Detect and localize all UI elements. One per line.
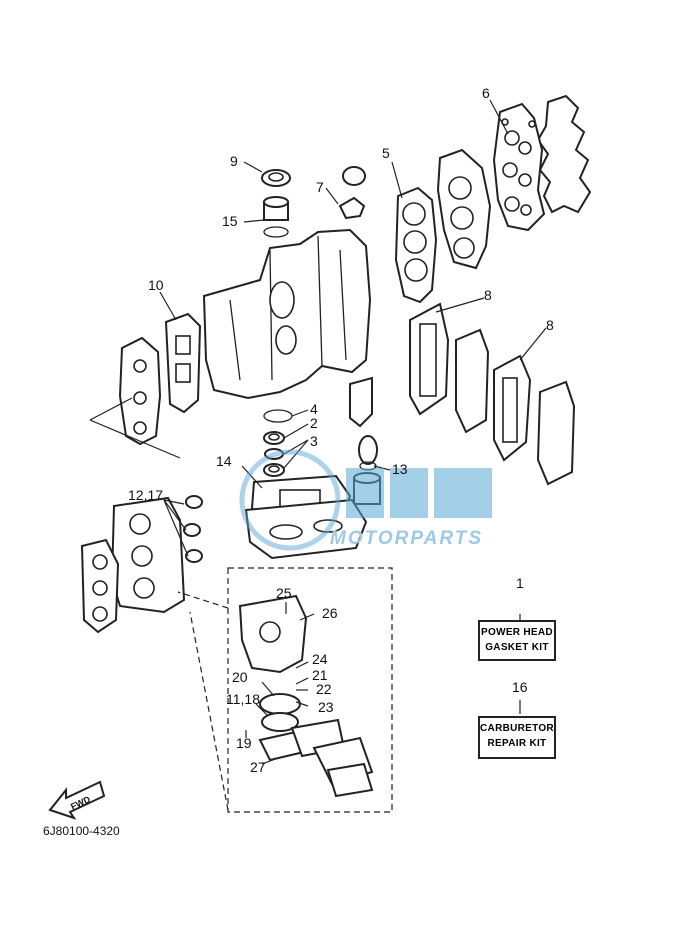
power-head-gasket-kit-label: POWER HEAD GASKET KIT xyxy=(478,620,556,661)
carburetor-line1: CARBURETOR xyxy=(480,723,554,734)
callout-11-18: 11,18 xyxy=(226,691,260,707)
callout-7: 7 xyxy=(316,179,324,195)
oil-seal-9 xyxy=(261,169,291,187)
o-rings-group xyxy=(263,409,293,477)
callout-14: 14 xyxy=(216,453,232,469)
callout-25: 25 xyxy=(276,585,292,601)
callout-19: 19 xyxy=(236,735,252,751)
callout-12-17: 12,17 xyxy=(128,487,163,503)
float-bowl-20 xyxy=(259,693,301,732)
callout-26: 26 xyxy=(322,605,338,621)
callout-1: 1 xyxy=(516,575,524,591)
head-gasket-5 xyxy=(394,186,438,304)
cylinder-head-part xyxy=(436,148,492,270)
callout-13: 13 xyxy=(392,461,408,477)
watermark-text: MOTORPARTS xyxy=(330,528,483,549)
power-head-line1: POWER HEAD xyxy=(481,627,553,638)
callout-5: 5 xyxy=(382,145,390,161)
carb-gaskets xyxy=(258,718,374,798)
head-gasket-6 xyxy=(492,102,546,232)
callout-2: 2 xyxy=(310,415,318,431)
head-cover-outer xyxy=(536,94,592,214)
callout-4: 4 xyxy=(310,401,318,417)
bypass-gasket-8a xyxy=(409,302,450,416)
bypass-cover-8b xyxy=(536,380,576,486)
carburetor-line2: REPAIR KIT xyxy=(487,738,547,749)
exhaust-cover-10 xyxy=(118,336,162,446)
callout-3: 3 xyxy=(310,433,318,449)
cylinder-block xyxy=(202,228,372,400)
intake-manifold xyxy=(110,496,186,614)
carburetor-repair-kit-label: CARBURETOR REPAIR KIT xyxy=(478,716,556,759)
callout-27: 27 xyxy=(250,759,266,775)
callout-23: 23 xyxy=(318,699,334,715)
carburetor-body xyxy=(238,594,308,674)
diagram-code: 6J80100-4320 xyxy=(43,824,120,838)
callout-10: 10 xyxy=(148,277,164,293)
callout-21: 21 xyxy=(312,667,328,683)
callout-22: 22 xyxy=(316,681,332,697)
thermostat-cover xyxy=(338,166,366,220)
callout-8b: 8 xyxy=(546,317,554,333)
seals-12-17 xyxy=(183,495,203,563)
power-head-line2: GASKET KIT xyxy=(485,642,549,653)
bypass-gasket-8b xyxy=(493,354,532,462)
callout-24: 24 xyxy=(312,651,328,667)
watermark: MOTORPARTS xyxy=(239,449,492,551)
callout-8a: 8 xyxy=(484,287,492,303)
bearing-15 xyxy=(263,196,289,238)
callout-20: 20 xyxy=(232,669,248,685)
callout-16: 16 xyxy=(512,679,528,695)
carburetor-detail-box xyxy=(177,567,393,813)
exhaust-gasket-10 xyxy=(164,312,202,414)
callout-6: 6 xyxy=(482,85,490,101)
callout-9: 9 xyxy=(230,153,238,169)
bypass-cover-8a xyxy=(455,328,490,434)
fwd-arrow-icon: FWD xyxy=(48,780,106,820)
carb-flange-left xyxy=(80,538,120,634)
callout-15: 15 xyxy=(222,213,238,229)
